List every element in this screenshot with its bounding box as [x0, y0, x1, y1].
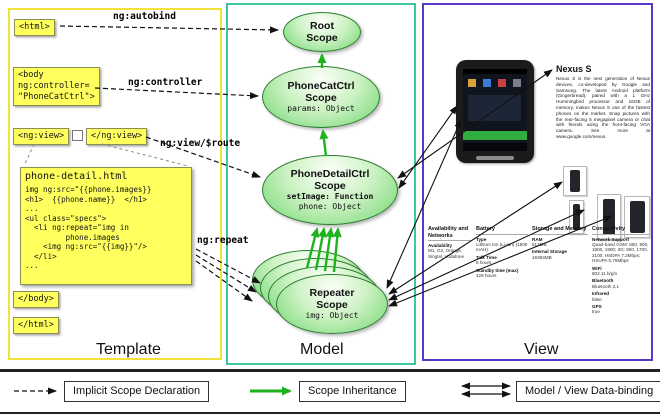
- ng-controller-label: ng:controller: [128, 77, 203, 88]
- spec-value: Quad-band GSM: 850, 900, 1800, 1900; 3G:…: [592, 241, 649, 264]
- legend-top-divider: [0, 369, 660, 372]
- spec-value: true: [592, 309, 600, 315]
- scope-name: Repeater Scope: [309, 287, 355, 311]
- scope-ellipse-phonecat: PhoneCatCtrl Scope params: Object: [262, 66, 380, 128]
- spec-value: false: [592, 296, 602, 302]
- code-line: <h1> {{phone.name}} </h1>: [25, 194, 147, 204]
- code-line: ...: [25, 261, 39, 270]
- ng-view-close-tag: </ng:view>: [86, 128, 148, 145]
- body-open-tag: <body ng:controller= "PhoneCatCtrl">: [13, 67, 100, 106]
- app-icon: [498, 79, 506, 87]
- spec-header: Connectivity: [592, 226, 650, 235]
- scope-ellipse-root: Root Scope: [283, 12, 361, 52]
- phone-thumbnail: [563, 166, 587, 196]
- code-line: ...: [25, 204, 39, 213]
- code-line: </li>: [25, 251, 57, 261]
- phone-image: [456, 60, 534, 163]
- scope-ellipse-repeater: Repeater Scope img: Object: [276, 274, 388, 334]
- spec-value: 512MB: [532, 241, 547, 247]
- spec-value: Bluetooth 2.1: [592, 283, 620, 289]
- code-line: <img ng:src="{{img}}"/>: [25, 242, 147, 251]
- spec-header: Battery: [476, 226, 528, 235]
- product-title: Nexus S: [556, 64, 592, 74]
- phone-statusbar: [463, 69, 527, 74]
- ng-view-open-tag: <ng:view>: [13, 128, 70, 145]
- app-icon: [468, 79, 476, 87]
- html-open-tag: <html>: [14, 19, 55, 36]
- phone-screen: [463, 69, 527, 151]
- screen-bottom-bar: [463, 143, 527, 151]
- ng-repeat-label: ng:repeat: [197, 235, 249, 246]
- app-icon: [483, 79, 491, 87]
- code-line: <ul class="specs">: [25, 213, 107, 223]
- screen-content: [468, 95, 521, 121]
- thumbnail-phone-shape: [629, 201, 645, 233]
- ng-view-route-label: ng:view/$route: [160, 138, 241, 149]
- product-description: Nexus S is the next generation of Nexus …: [556, 76, 650, 139]
- phone-detail-code-box: phone-detail.html img ng:src="{{phone.im…: [20, 167, 192, 285]
- scope-property-bold: setImage: Function: [286, 192, 374, 201]
- legend-bottom-divider: [0, 412, 660, 414]
- spec-value: M1, O2, Orange, Singtel, Vodafone: [428, 248, 465, 259]
- code-line: img ng:src="{{phone.images}}: [25, 185, 152, 194]
- spec-value: 802.11 b/g/n: [592, 270, 618, 276]
- spec-header: Storage and Memory: [532, 226, 588, 235]
- template-section-label: Template: [96, 341, 161, 358]
- spec-column-availability: Availability and Networks Availability M…: [428, 226, 472, 344]
- scope-property: img: Object: [305, 311, 359, 320]
- thumbnail-phone-shape: [570, 170, 580, 192]
- ng-view-placeholder-box: [72, 130, 83, 141]
- ng-autobind-label: ng:autobind: [113, 11, 176, 22]
- spec-column-storage: Storage and Memory RAM 512MB Internal St…: [532, 226, 588, 344]
- spec-value: 428 hours: [476, 272, 497, 278]
- scope-name: PhoneCatCtrl Scope: [287, 80, 355, 104]
- model-section-label: Model: [300, 341, 344, 358]
- phone-thumbnail: [624, 196, 650, 238]
- html-close-tag: </html>: [13, 317, 59, 334]
- app-icon: [513, 79, 521, 87]
- legend-scope-inheritance: Scope Inheritance: [299, 381, 406, 402]
- screen-green-band: [463, 131, 527, 140]
- view-section-label: View: [524, 341, 559, 358]
- spec-column-battery: Battery Type Lithium Ion (Li-Ion) (1500 …: [476, 226, 528, 344]
- spec-value: 16384MB: [532, 254, 552, 260]
- spec-value: 6 hours: [476, 260, 492, 266]
- code-line: phone.images: [25, 232, 120, 242]
- phone-chin: [476, 156, 514, 160]
- legend-implicit-scope: Implicit Scope Declaration: [64, 381, 210, 402]
- spec-header: Availability and Networks: [428, 226, 472, 241]
- code-line: <li ng:repeat="img in: [25, 223, 129, 232]
- spec-value: Lithium Ion (Li-Ion) (1500 mAH): [476, 241, 528, 253]
- scope-property: phone: Object: [298, 202, 362, 211]
- scope-name: Root Scope: [306, 20, 338, 44]
- scope-ellipse-phonedetail: PhoneDetailCtrl Scope setImage: Function…: [262, 155, 398, 225]
- body-close-tag: </body>: [13, 291, 59, 308]
- legend-data-binding: Model / View Data-binding: [516, 381, 660, 402]
- spec-column-connectivity: Connectivity Network Support Quad-band G…: [592, 226, 650, 344]
- scope-name: PhoneDetailCtrl Scope: [290, 168, 370, 192]
- code-file-title: phone-detail.html: [25, 171, 128, 182]
- scope-property: params: Object: [287, 104, 355, 113]
